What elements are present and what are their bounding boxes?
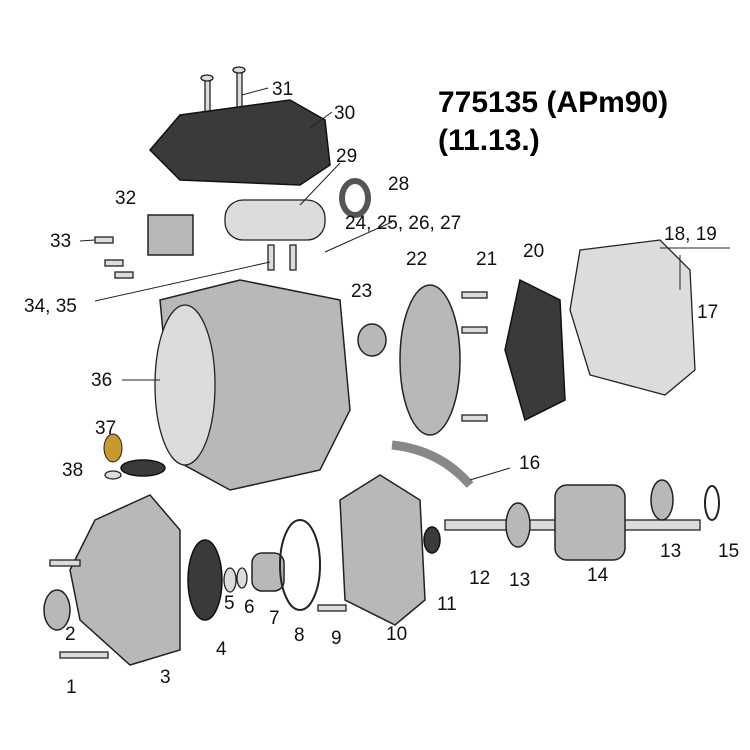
clips-33 <box>94 236 134 279</box>
screw-9 <box>317 604 347 612</box>
label-18-19: 18, 19 <box>664 224 717 245</box>
label-13a: 13 <box>509 570 530 591</box>
rotor-14 <box>554 484 626 561</box>
pump-housing-3 <box>69 494 181 666</box>
label-2: 2 <box>65 624 76 645</box>
fan-20 <box>504 278 566 422</box>
label-17: 17 <box>697 302 718 323</box>
label-13b: 13 <box>660 541 681 562</box>
label-1: 1 <box>66 677 77 698</box>
bearing-13b <box>650 479 674 521</box>
label-30: 30 <box>334 103 355 124</box>
washer-5 <box>223 567 237 593</box>
bearing-shield-22 <box>399 284 461 436</box>
capacitor-29 <box>224 199 326 241</box>
motor-flange <box>154 304 216 466</box>
terminal-block-32 <box>147 214 194 256</box>
label-24-27: 24, 25, 26, 27 <box>345 213 461 234</box>
washer-38 <box>104 470 122 480</box>
label-9: 9 <box>331 628 342 649</box>
bearing-13a <box>505 502 531 548</box>
fan-cover-17 <box>569 239 696 396</box>
label-7: 7 <box>269 608 280 629</box>
label-32: 32 <box>115 188 136 209</box>
label-15: 15 <box>718 541 739 562</box>
cap-37 <box>103 433 123 463</box>
label-8: 8 <box>294 625 305 646</box>
label-29: 29 <box>336 146 357 167</box>
hose-16 <box>391 440 474 488</box>
label-4: 4 <box>216 639 227 660</box>
label-31: 31 <box>272 79 293 100</box>
screws-34-35 <box>267 244 297 271</box>
label-10: 10 <box>386 624 407 645</box>
label-23: 23 <box>351 281 372 302</box>
impeller-4 <box>187 539 223 621</box>
label-14: 14 <box>587 565 609 586</box>
o-ring-8 <box>279 519 321 611</box>
label-20: 20 <box>523 241 544 262</box>
seal-cup <box>120 459 166 477</box>
plug-2 <box>43 589 71 631</box>
label-22: 22 <box>406 249 427 270</box>
label-36: 36 <box>91 370 112 391</box>
label-5: 5 <box>224 593 235 614</box>
label-16: 16 <box>519 453 540 474</box>
seal-11 <box>423 526 441 554</box>
leader-lines <box>79 87 730 481</box>
flange-10 <box>339 474 426 626</box>
screw-1 <box>59 651 109 659</box>
screw-upper <box>49 559 81 567</box>
label-33: 33 <box>50 231 71 252</box>
revision-date: (11.13.) <box>438 124 540 157</box>
plug-23 <box>357 323 387 357</box>
screws-21 <box>461 291 488 422</box>
label-12: 12 <box>469 568 490 589</box>
label-11: 11 <box>437 594 457 615</box>
label-38: 38 <box>62 460 83 481</box>
label-21: 21 <box>476 249 497 270</box>
terminal-cover-30 <box>148 99 331 186</box>
washer-6 <box>236 567 248 589</box>
label-34-35: 34, 35 <box>24 296 77 317</box>
circlip-15 <box>704 485 720 521</box>
label-28: 28 <box>388 174 409 195</box>
label-6: 6 <box>244 597 255 618</box>
o-ring-28 <box>339 178 371 218</box>
model-number-title: 775135 (APm90) <box>438 86 668 119</box>
label-3: 3 <box>160 667 171 688</box>
seal-7 <box>251 552 285 592</box>
label-37: 37 <box>95 418 116 439</box>
part-labels: 31 30 29 28 32 33 24, 25, 26, 27 34, 35 … <box>24 79 739 698</box>
